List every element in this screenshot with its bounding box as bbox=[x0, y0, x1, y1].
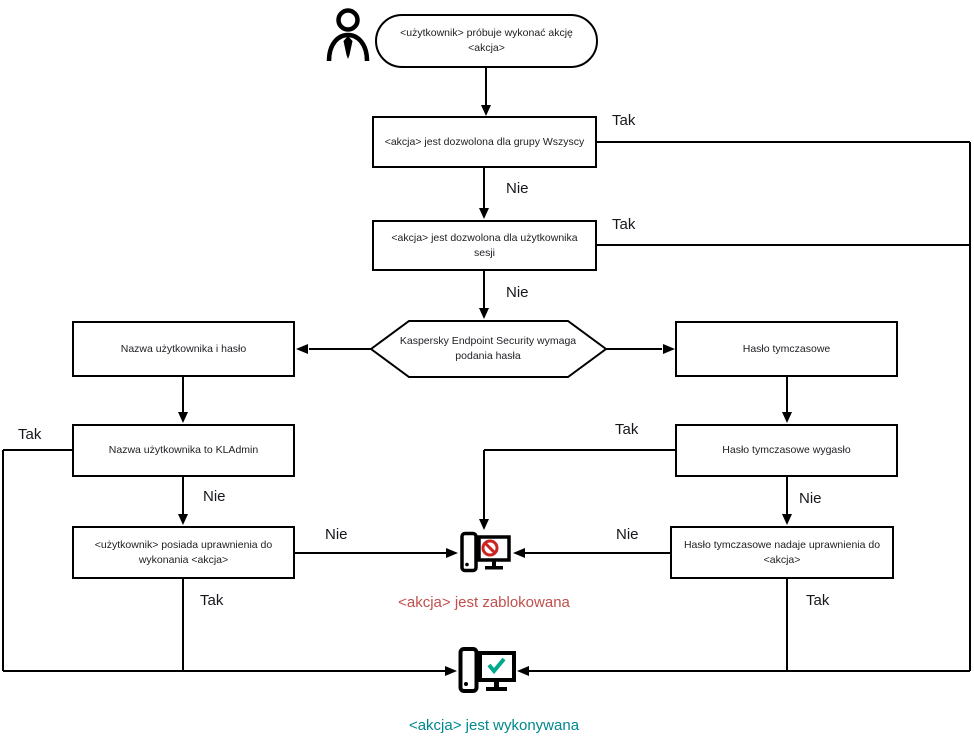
edge-label-nie-kladmin: Nie bbox=[203, 488, 226, 505]
edge-label-nie-user-perm: Nie bbox=[325, 526, 348, 543]
edge-label-tak-user-perm: Tak bbox=[200, 592, 224, 609]
node-password-required: Kaspersky Endpoint Security wymaga podan… bbox=[398, 323, 578, 375]
edge-label-tak-temp-grants: Tak bbox=[806, 592, 830, 609]
edge-label-tak-expired: Tak bbox=[615, 421, 639, 438]
node-temporary-password-grants: Hasło tymczasowe nadaje uprawnienia do <… bbox=[670, 526, 894, 579]
node-username-is-kladmin-label: Nazwa użytkownika to KLAdmin bbox=[108, 444, 259, 457]
node-user-has-permissions-label: <użytkownik> posiada uprawnienia do wyko… bbox=[94, 538, 273, 566]
node-allowed-for-everyone-label: <akcja> jest dozwolona dla grupy Wszyscy bbox=[384, 135, 585, 148]
edge-label-nie-session: Nie bbox=[506, 284, 529, 301]
edge-label-nie-expired: Nie bbox=[799, 490, 822, 507]
node-user-has-permissions: <użytkownik> posiada uprawnienia do wyko… bbox=[72, 526, 295, 579]
action-blocked-label: <akcja> jest zablokowana bbox=[398, 594, 570, 611]
action-executed-label: <akcja> jest wykonywana bbox=[408, 717, 580, 734]
node-allowed-for-session-user-label: <akcja> jest dozwolona dla użytkownika s… bbox=[391, 231, 578, 259]
node-username-and-password: Nazwa użytkownika i hasło bbox=[72, 321, 295, 377]
node-temporary-password-label: Hasło tymczasowe bbox=[742, 342, 831, 355]
node-temporary-password-grants-label: Hasło tymczasowe nadaje uprawnienia do <… bbox=[683, 538, 881, 566]
node-username-is-kladmin: Nazwa użytkownika to KLAdmin bbox=[72, 424, 295, 477]
node-temporary-password: Hasło tymczasowe bbox=[675, 321, 898, 377]
edge-label-nie-everyone: Nie bbox=[506, 180, 529, 197]
check-icon bbox=[487, 657, 506, 675]
node-password-required-label: Kaspersky Endpoint Security wymaga podan… bbox=[399, 335, 577, 362]
node-username-and-password-label: Nazwa użytkownika i hasło bbox=[120, 342, 247, 355]
action-executed-icon bbox=[458, 647, 516, 693]
prohibited-sign bbox=[481, 539, 499, 557]
user-icon bbox=[326, 8, 370, 62]
action-blocked-icon bbox=[460, 531, 511, 573]
edge-label-tak-everyone: Tak bbox=[612, 112, 636, 129]
edge-label-nie-temp-grants: Nie bbox=[616, 526, 639, 543]
edge-label-tak-kladmin: Tak bbox=[18, 426, 42, 443]
node-allowed-for-session-user: <akcja> jest dozwolona dla użytkownika s… bbox=[372, 220, 597, 271]
edge-label-tak-session: Tak bbox=[612, 216, 636, 233]
node-allowed-for-everyone: <akcja> jest dozwolona dla grupy Wszyscy bbox=[372, 116, 597, 168]
connector-group bbox=[2, 68, 971, 676]
node-start-label: <użytkownik> próbuje wykonać akcję <akcj… bbox=[400, 27, 573, 54]
node-temporary-password-expired: Hasło tymczasowe wygasło bbox=[675, 424, 898, 477]
node-temporary-password-expired-label: Hasło tymczasowe wygasło bbox=[722, 444, 851, 457]
node-start: <użytkownik> próbuje wykonać akcję <akcj… bbox=[375, 14, 598, 68]
